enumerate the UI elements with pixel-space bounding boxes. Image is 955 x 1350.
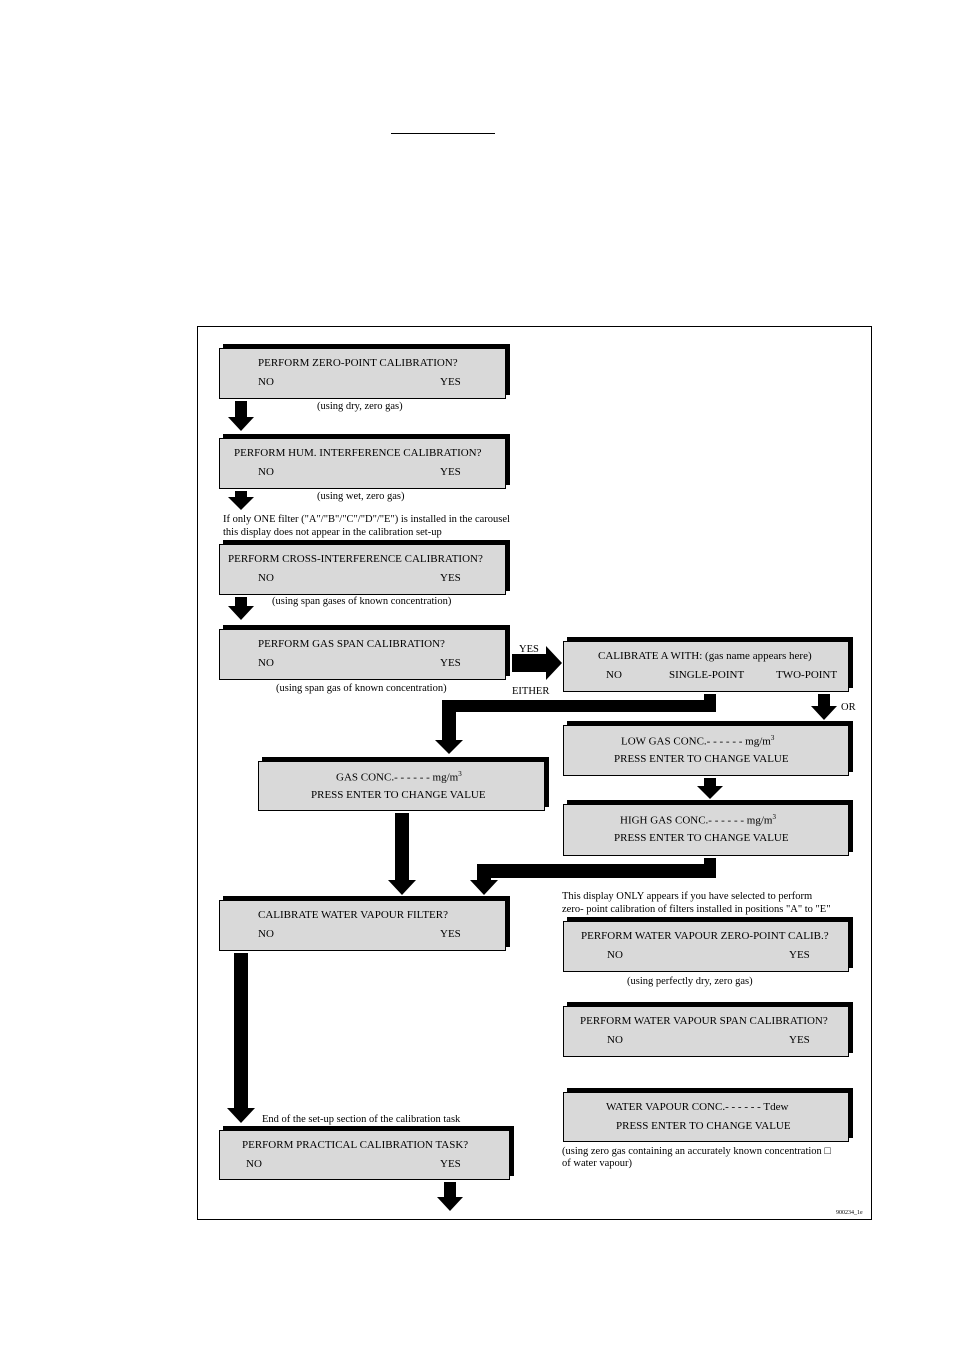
low-gas-press-enter: PRESS ENTER TO CHANGE VALUE [614,753,789,765]
header-rule [391,133,495,134]
gas-conc-box: GAS CONC.- - - - - - mg/m3 PRESS ENTER T… [258,761,545,811]
wv-note-line-2: zero- point calibration of filters insta… [562,904,831,915]
high-gas-conc-box: HIGH GAS CONC.- - - - - - mg/m3 PRESS EN… [563,804,849,856]
span-gases-note: (using span gases of known concentration… [272,596,452,607]
arrow-down-1 [228,401,254,431]
wet-zero-note: (using wet, zero gas) [317,491,405,502]
low-gas-conc-text: LOW GAS CONC.- - - - - - mg/m3 [621,734,774,748]
zero-point-no: NO [258,376,274,388]
wv-span-no: NO [607,1034,623,1046]
filter-note-line-2: this display does not appear in the cali… [223,527,442,538]
water-vapour-filter-question: CALIBRATE WATER VAPOUR FILTER? [258,909,448,921]
gas-conc-text: GAS CONC.- - - - - - mg/m3 [336,770,462,784]
water-vapour-filter-yes: YES [440,928,461,940]
arrow-down-3 [228,597,254,620]
zero-point-question: PERFORM ZERO-POINT CALIBRATION? [258,357,458,369]
hum-interference-box: PERFORM HUM. INTERFERENCE CALIBRATION? N… [219,438,506,489]
arrow-or [811,694,837,720]
low-gas-unit-exponent: 3 [770,734,775,742]
high-gas-conc-text: HIGH GAS CONC.- - - - - - mg/m3 [620,813,776,827]
gas-span-no: NO [258,657,274,669]
low-gas-conc-label: LOW GAS CONC.- - - - - - mg/m [621,735,771,748]
calibrate-with-box: CALIBRATE A WITH: (gas name appears here… [563,641,849,692]
practical-calibration-box: PERFORM PRACTICAL CALIBRATION TASK? NO Y… [219,1130,510,1180]
arrow-gasconc-down [388,813,416,895]
wv-conc-text: WATER VAPOUR CONC.- - - - - - Tdew [606,1101,789,1113]
arrow-right-yes [512,646,562,680]
wv-span-box: PERFORM WATER VAPOUR SPAN CALIBRATION? N… [563,1006,849,1057]
water-vapour-filter-no: NO [258,928,274,940]
gas-conc-label: GAS CONC.- - - - - - mg/m [336,771,459,784]
arrow-low-high [697,778,723,799]
arrow-long-down [227,953,255,1123]
dry-zero-note: (using dry, zero gas) [317,401,403,412]
calibrate-with-single-point: SINGLE-POINT [669,669,745,681]
perfectly-dry-note: (using perfectly dry, zero gas) [627,976,753,987]
zero-gas-wv-note-1: (using zero gas containing an accurately… [562,1146,831,1157]
hum-interference-yes: YES [440,466,461,478]
filter-note-line-1: If only ONE filter ("A"/"B"/"C"/"D"/"E")… [223,514,510,525]
either-label: EITHER [512,686,550,697]
calibrate-with-two-point: TWO-POINT [776,669,838,681]
calibrate-with-no: NO [606,669,622,681]
wv-span-yes: YES [789,1034,810,1046]
cross-interference-question: PERFORM CROSS-INTERFERENCE CALIBRATION? [228,553,483,565]
yes-label: YES [519,644,539,655]
cross-interference-box: PERFORM CROSS-INTERFERENCE CALIBRATION? … [219,544,506,595]
water-vapour-filter-box: CALIBRATE WATER VAPOUR FILTER? NO YES [219,900,506,951]
gas-span-question: PERFORM GAS SPAN CALIBRATION? [258,638,445,650]
diagram-frame [197,326,872,1220]
arrow-down-2 [228,491,254,510]
gas-span-yes: YES [440,657,461,669]
gas-span-box: PERFORM GAS SPAN CALIBRATION? NO YES [219,629,506,680]
practical-calibration-yes: YES [440,1158,461,1170]
hum-interference-no: NO [258,466,274,478]
wv-span-question: PERFORM WATER VAPOUR SPAN CALIBRATION? [580,1015,828,1027]
span-gas-note: (using span gas of known concentration) [276,683,447,694]
arrow-either [435,694,716,754]
wv-zero-point-no: NO [607,949,623,961]
hum-interference-question: PERFORM HUM. INTERFERENCE CALIBRATION? [234,447,482,459]
zero-point-calibration-box: PERFORM ZERO-POINT CALIBRATION? NO YES [219,348,506,399]
cross-interference-yes: YES [440,572,461,584]
gas-conc-press-enter: PRESS ENTER TO CHANGE VALUE [311,789,486,801]
practical-calibration-no: NO [246,1158,262,1170]
calibrate-with-question: CALIBRATE A WITH: (gas name appears here… [598,650,812,662]
low-gas-conc-box: LOW GAS CONC.- - - - - - mg/m3 PRESS ENT… [563,725,849,776]
wv-conc-box: WATER VAPOUR CONC.- - - - - - Tdew PRESS… [563,1092,849,1142]
wv-zero-point-yes: YES [789,949,810,961]
figure-code: 900234_1e [836,1210,863,1216]
high-gas-conc-label: HIGH GAS CONC.- - - - - - mg/m [620,814,773,827]
gas-conc-unit-exponent: 3 [458,770,462,778]
high-gas-press-enter: PRESS ENTER TO CHANGE VALUE [614,832,789,844]
end-setup-note: End of the set-up section of the calibra… [262,1114,461,1125]
practical-calibration-question: PERFORM PRACTICAL CALIBRATION TASK? [242,1139,469,1151]
wv-zero-point-question: PERFORM WATER VAPOUR ZERO-POINT CALIB.? [581,930,829,942]
arrow-high-down [470,858,716,895]
zero-point-yes: YES [440,376,461,388]
wv-conc-press-enter: PRESS ENTER TO CHANGE VALUE [616,1120,791,1132]
arrow-exit [437,1182,463,1211]
cross-interference-no: NO [258,572,274,584]
high-gas-unit-exponent: 3 [772,813,776,821]
zero-gas-wv-note-2: of water vapour) [562,1158,632,1169]
wv-note-line-1: This display ONLY appears if you have se… [562,891,813,902]
wv-zero-point-box: PERFORM WATER VAPOUR ZERO-POINT CALIB.? … [563,921,849,972]
or-label: OR [841,702,856,713]
